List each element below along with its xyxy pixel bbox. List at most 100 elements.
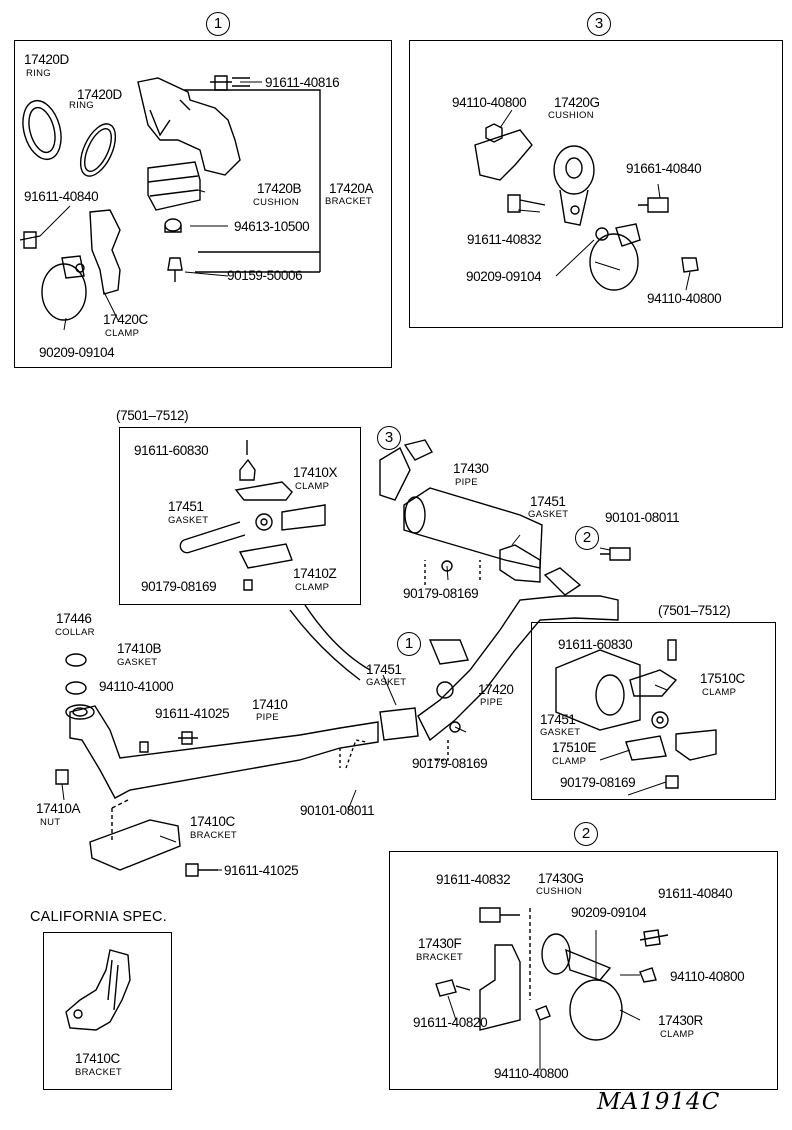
part-label: 91611-40840 xyxy=(658,886,733,901)
part-label: 94110-40800 xyxy=(670,969,745,984)
part-label: 90209-09104 xyxy=(39,345,115,360)
part-label: 91611-41025 xyxy=(155,706,230,721)
part-label: 91611-40816 xyxy=(265,75,340,90)
part-desc: CLAMP xyxy=(105,328,140,339)
part-label: 17451 xyxy=(366,662,402,677)
part-label: 90101-08011 xyxy=(605,510,680,525)
main-exhaust-drawing xyxy=(55,439,631,877)
part-label: 17430F xyxy=(418,936,462,951)
part-label: 91661-40840 xyxy=(626,161,702,176)
part-label: 17430R xyxy=(658,1013,703,1028)
part-desc: COLLAR xyxy=(55,627,95,638)
part-desc: CLAMP xyxy=(552,756,587,767)
part-label: 17410X xyxy=(293,465,338,480)
box2-marker: 2 xyxy=(574,822,598,846)
part-desc: CUSHION xyxy=(536,886,582,897)
part-label: 17420D xyxy=(77,87,122,102)
part-label: 17410C xyxy=(190,814,235,829)
box1-marker: 1 xyxy=(206,12,230,36)
part-label: 17420G xyxy=(554,95,600,110)
box3-drawing xyxy=(474,123,699,291)
box1-frame xyxy=(14,40,392,368)
part-desc: CLAMP xyxy=(660,1029,695,1040)
part-desc: NUT xyxy=(40,817,61,828)
main-marker-1: 1 xyxy=(397,632,421,656)
part-desc: BRACKET xyxy=(190,830,237,841)
part-label: 17410A xyxy=(36,801,81,816)
part-label: 91611-40832 xyxy=(467,232,542,247)
california-frame xyxy=(43,932,172,1090)
part-label: 94110-40800 xyxy=(452,95,527,110)
part-desc: BRACKET xyxy=(75,1067,122,1078)
part-desc: CLAMP xyxy=(295,582,330,593)
tail-box-drawing xyxy=(555,639,717,789)
part-desc: RING xyxy=(26,68,51,79)
early-frame xyxy=(119,427,361,605)
part-label: 91611-60830 xyxy=(134,443,209,458)
part-desc: BRACKET xyxy=(325,196,372,207)
part-label: 90179-08169 xyxy=(141,579,217,594)
part-desc: CUSHION xyxy=(548,110,594,121)
part-desc: PIPE xyxy=(480,697,503,708)
part-label: 17410 xyxy=(252,697,288,712)
part-label: 17430G xyxy=(538,871,584,886)
part-label: 17410Z xyxy=(293,566,337,581)
leader-lines xyxy=(39,81,691,1070)
california-drawing xyxy=(65,949,131,1031)
part-label: 17420C xyxy=(103,312,148,327)
box3-marker: 3 xyxy=(587,12,611,36)
part-label: 17410B xyxy=(117,641,162,656)
california-title: CALIFORNIA SPEC. xyxy=(30,909,167,925)
part-label: 17446 xyxy=(56,611,92,626)
part-label: 17430 xyxy=(453,461,489,476)
part-label: 94110-40800 xyxy=(647,291,722,306)
part-label: 17451 xyxy=(168,499,204,514)
part-label: 91611-40840 xyxy=(24,189,99,204)
part-label: 90179-08169 xyxy=(412,756,488,771)
part-label: 17410C xyxy=(75,1051,120,1066)
part-desc: GASKET xyxy=(117,657,158,668)
part-label: 94110-40800 xyxy=(494,1066,569,1081)
part-desc: CLAMP xyxy=(295,481,330,492)
tail-range-label: (7501–7512) xyxy=(658,603,731,618)
early-range-label: (7501–7512) xyxy=(116,408,189,423)
part-desc: PIPE xyxy=(455,477,478,488)
tail-frame xyxy=(531,622,776,800)
part-label: 91611-41025 xyxy=(224,863,299,878)
part-desc: BRACKET xyxy=(416,952,463,963)
part-label: 17510E xyxy=(552,740,597,755)
main-marker-2: 2 xyxy=(575,526,599,550)
box3-frame xyxy=(409,40,783,328)
part-label: 17420D xyxy=(24,52,69,67)
part-desc: GASKET xyxy=(540,727,581,738)
part-label: 17420B xyxy=(257,181,302,196)
part-label: 90179-08169 xyxy=(560,775,636,790)
box1-drawing xyxy=(19,75,321,321)
part-label: 94613-10500 xyxy=(234,219,310,234)
box2-frame xyxy=(389,851,778,1090)
part-desc: PIPE xyxy=(256,712,279,723)
part-label: 90209-09104 xyxy=(466,269,542,284)
part-desc: CLAMP xyxy=(702,687,737,698)
part-label: 91611-40820 xyxy=(413,1015,488,1030)
part-label: 94110-41000 xyxy=(99,679,174,694)
part-label: 90101-08011 xyxy=(300,803,375,818)
part-label: 17420 xyxy=(478,682,514,697)
part-desc: GASKET xyxy=(366,677,407,688)
part-label: 17510C xyxy=(700,671,745,686)
part-label: 90159-50006 xyxy=(227,268,303,283)
part-desc: CUSHION xyxy=(253,197,299,208)
part-desc: GASKET xyxy=(528,509,569,520)
part-label: 90209-09104 xyxy=(571,905,647,920)
part-label: 17420A xyxy=(329,181,374,196)
early-box-drawing xyxy=(179,440,371,681)
part-label: 90179-08169 xyxy=(403,586,479,601)
part-label: 91611-60830 xyxy=(558,637,633,652)
part-label: 91611-40832 xyxy=(436,872,511,887)
part-label: 17451 xyxy=(540,712,576,727)
part-label: 17451 xyxy=(530,494,566,509)
part-desc: GASKET xyxy=(168,515,209,526)
drawing-code: MA1914C xyxy=(597,1089,721,1115)
